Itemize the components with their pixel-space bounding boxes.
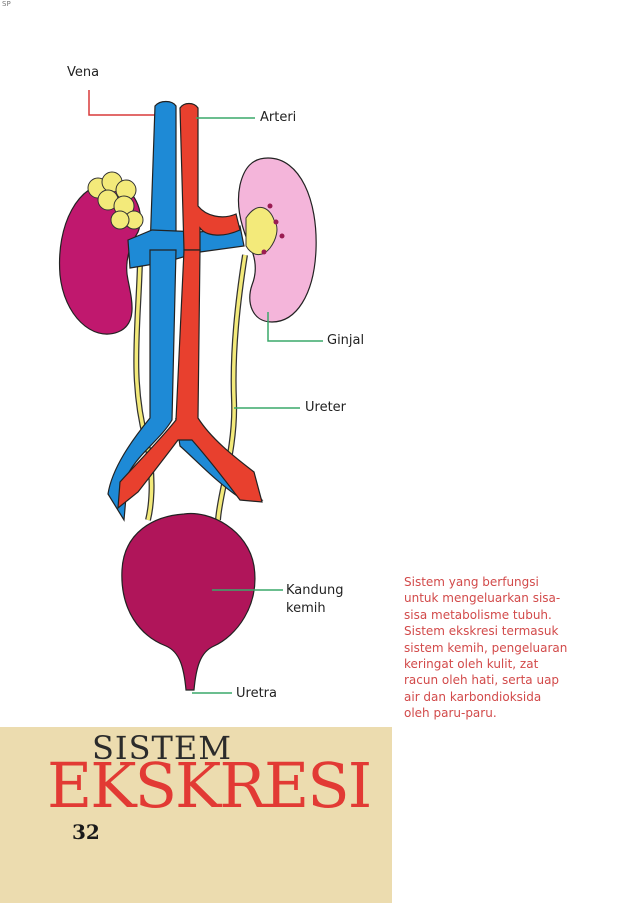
description-text: Sistem yang berfungsi untuk mengeluarkan…	[404, 574, 604, 722]
page-number: 32	[72, 820, 100, 844]
description-line: oleh paru-paru.	[404, 706, 497, 721]
title-sistem: SISTEM	[92, 729, 232, 767]
right-renal-pelvis	[245, 207, 278, 255]
left-adrenal-gland	[87, 171, 144, 230]
label-kandung-kemih-line1: Kandung	[286, 583, 344, 598]
description-line: racun oleh hati, serta uap	[404, 673, 560, 688]
label-vena: Vena	[67, 65, 100, 80]
bladder	[121, 512, 256, 691]
renal-papillae	[261, 203, 285, 255]
description-line: sisa metabolisme tubuh.	[404, 607, 552, 622]
crop-mark-top-left: SP	[2, 0, 11, 8]
label-ginjal: Ginjal	[327, 333, 365, 348]
description-line: air dan karbondioksida	[404, 689, 542, 704]
label-kandung-kemih-line2: kemih	[286, 601, 326, 616]
description-line: keringat oleh kulit, zat	[404, 657, 539, 672]
label-uretra: Uretra	[236, 686, 277, 701]
leader-lines	[192, 117, 323, 694]
title-box	[0, 727, 392, 903]
description-line: Sistem ekskresi termasuk	[404, 624, 559, 639]
description-line: Sistem yang berfungsi	[404, 575, 539, 589]
description-line: untuk mengeluarkan sisa-	[404, 591, 561, 606]
description-line: sistem kemih, pengeluaran	[404, 640, 568, 655]
right-kidney	[237, 157, 317, 323]
aorta	[117, 102, 263, 510]
leader-line-ginjal	[267, 312, 323, 342]
leader-line-vena	[88, 90, 155, 116]
title-ekskresi: EKSKRESI	[47, 749, 372, 822]
label-arteri: Arteri	[260, 110, 297, 125]
label-ureter: Ureter	[305, 400, 347, 415]
